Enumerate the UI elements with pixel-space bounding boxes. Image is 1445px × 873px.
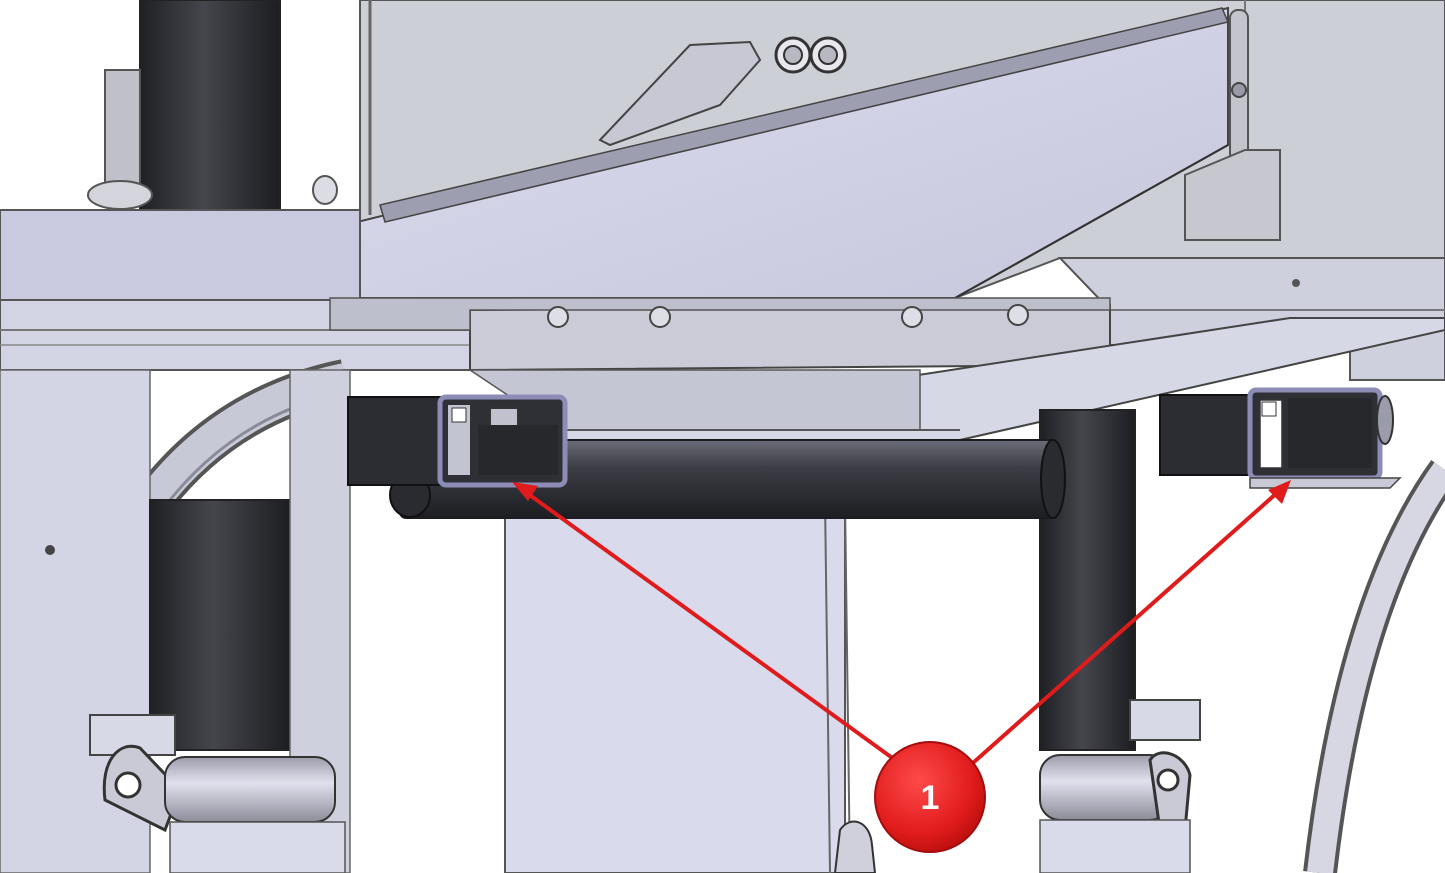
left-post-upper	[139, 0, 281, 211]
curved-hose-right	[1303, 460, 1445, 873]
central-plate	[504, 499, 851, 873]
support-tray	[467, 317, 1445, 441]
callout-badge: 1	[874, 741, 986, 853]
angled-bracket	[598, 40, 762, 147]
left-post-lower	[149, 499, 291, 751]
callout-arrow-right	[963, 490, 1280, 772]
arrowhead-right	[1268, 480, 1291, 504]
right-pivot-assembly	[1039, 699, 1201, 873]
center-clip	[833, 820, 877, 873]
inclined-chute	[328, 6, 1230, 299]
right-holder-block	[1159, 387, 1402, 489]
callout-arrow-left	[525, 491, 904, 767]
mounting-plate	[329, 297, 1111, 372]
callout-number: 1	[921, 779, 940, 817]
callout-arrows	[512, 480, 1291, 772]
hex-bolts	[774, 36, 847, 74]
left-pivot-assembly	[89, 714, 346, 873]
left-side-bracket	[104, 69, 141, 201]
left-holder-block	[347, 394, 568, 488]
arrowhead-left	[512, 482, 538, 501]
